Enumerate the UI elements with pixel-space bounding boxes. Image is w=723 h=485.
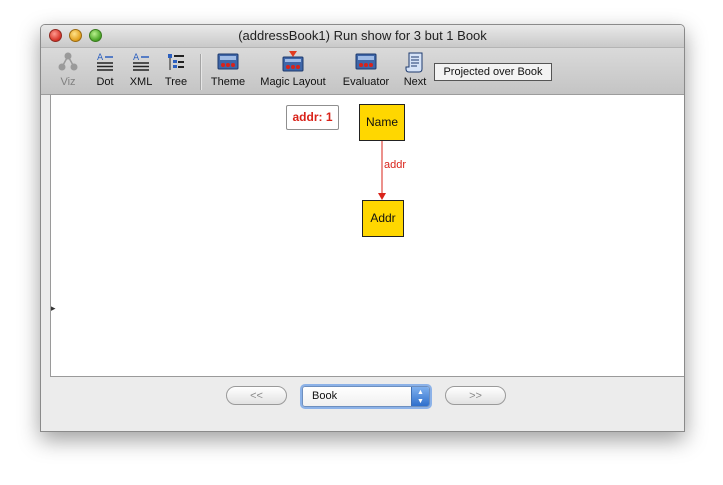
text-doc-icon: A bbox=[133, 53, 149, 71]
evaluator-button-label: Evaluator bbox=[342, 76, 390, 88]
theme-button[interactable]: Theme bbox=[207, 51, 249, 93]
edge-label-addr: addr bbox=[384, 159, 407, 171]
edge-arrowhead bbox=[378, 193, 386, 200]
edge-layer bbox=[378, 141, 386, 200]
split-pane-handle-icon[interactable]: ▸ bbox=[51, 303, 56, 313]
next-step-button[interactable]: >> bbox=[445, 386, 506, 405]
projection-select-value: Book bbox=[312, 390, 338, 402]
scroll-icon bbox=[405, 52, 423, 73]
theme-icon bbox=[217, 53, 239, 70]
previous-button[interactable]: << bbox=[226, 386, 287, 405]
viz-button-label: Viz bbox=[60, 76, 76, 88]
window-title: (addressBook1) Run show for 3 but 1 Book bbox=[238, 28, 487, 43]
close-window-button[interactable] bbox=[49, 29, 62, 42]
dot-button-label: Dot bbox=[96, 76, 114, 88]
minimize-window-button[interactable] bbox=[69, 29, 82, 42]
title-bar[interactable]: (addressBook1) Run show for 3 but 1 Book bbox=[41, 25, 684, 48]
evaluator-button[interactable]: Evaluator bbox=[338, 51, 394, 93]
tree-button[interactable]: Tree bbox=[161, 51, 191, 93]
text-doc-icon: A bbox=[97, 53, 113, 71]
dot-button[interactable]: A Dot bbox=[91, 51, 119, 93]
atom-count-label: addr: 1 bbox=[286, 105, 339, 130]
projection-select[interactable]: Book ▲▼ bbox=[302, 386, 430, 407]
next-button-label: Next bbox=[403, 76, 427, 88]
next-solution-button[interactable]: Next bbox=[399, 51, 431, 93]
tree-button-label: Tree bbox=[164, 76, 188, 88]
app-window: (addressBook1) Run show for 3 but 1 Book… bbox=[40, 24, 685, 432]
evaluator-icon bbox=[355, 53, 377, 70]
graph-canvas[interactable]: ▸ addr: 1 addr Name Addr bbox=[50, 95, 684, 377]
magic-layout-button[interactable]: Magic Layout bbox=[255, 51, 331, 93]
graph-node-addr[interactable]: Addr bbox=[362, 200, 404, 237]
projection-label[interactable]: Projected over Book bbox=[434, 63, 552, 81]
toolbar-separator bbox=[200, 54, 202, 90]
theme-button-label: Theme bbox=[210, 76, 246, 88]
toolbar: Viz A Dot A XML bbox=[41, 48, 684, 95]
magic-layout-icon bbox=[282, 51, 304, 72]
zoom-window-button[interactable] bbox=[89, 29, 102, 42]
svg-text:A: A bbox=[133, 53, 140, 63]
svg-text:A: A bbox=[97, 53, 104, 63]
viz-icon bbox=[58, 52, 78, 71]
xml-button-label: XML bbox=[129, 76, 153, 88]
tree-icon bbox=[168, 54, 184, 70]
graph-node-name[interactable]: Name bbox=[359, 104, 405, 141]
magic-layout-button-label: Magic Layout bbox=[260, 76, 326, 88]
viz-button[interactable]: Viz bbox=[55, 51, 81, 93]
chevron-updown-icon[interactable]: ▲▼ bbox=[411, 387, 429, 406]
xml-button[interactable]: A XML bbox=[126, 51, 156, 93]
